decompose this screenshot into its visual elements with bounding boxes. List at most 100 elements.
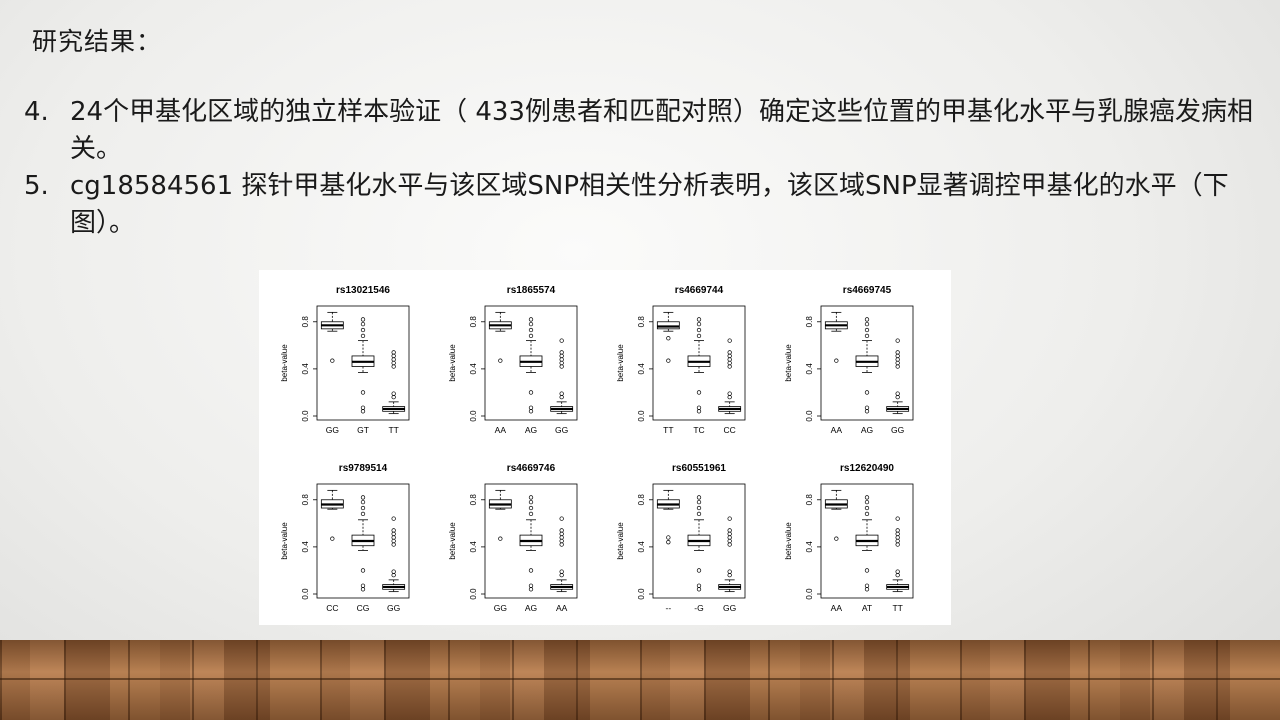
outlier-point (864, 505, 870, 511)
outlier-point (727, 542, 732, 547)
y-tick-label: 0.8 (637, 316, 646, 328)
x-tick-label: -- (665, 603, 671, 613)
outlier-point (895, 395, 900, 400)
outlier-point (498, 536, 503, 541)
outlier-point (528, 583, 534, 588)
x-tick-label: GG (555, 425, 568, 435)
outlier-point (360, 511, 366, 517)
outlier-point (895, 353, 900, 359)
outlier-point (391, 535, 396, 540)
x-tick-label: -G (694, 603, 703, 613)
x-tick-label: AG (861, 425, 873, 435)
y-axis-label: beta-value (784, 344, 793, 382)
outlier-point (727, 357, 732, 362)
outlier-point (559, 516, 564, 521)
outlier-point (528, 505, 534, 511)
outlier-point (666, 535, 671, 540)
outlier-point (360, 390, 366, 395)
outlier-point (360, 317, 366, 322)
outlier-point (559, 391, 564, 396)
x-tick-label: TT (892, 603, 902, 613)
outlier-point (528, 409, 534, 414)
y-axis-label: beta-value (616, 344, 625, 382)
outlier-point (864, 495, 870, 500)
y-tick-label: 0.4 (637, 363, 646, 375)
outlier-point (391, 357, 396, 362)
outlier-point (727, 538, 732, 544)
y-axis-label: beta-value (448, 344, 457, 382)
outlier-point (696, 505, 702, 511)
outlier-point (696, 583, 702, 588)
bullet-item: 4. 24个甲基化区域的独立样本验证（ 433例患者和匹配对照）确定这些位置的甲… (24, 94, 1264, 168)
outlier-point (864, 321, 870, 327)
outlier-point (666, 336, 671, 341)
outlier-point (864, 327, 870, 333)
outlier-point (864, 499, 870, 505)
outlier-point (727, 364, 732, 369)
outlier-point (895, 360, 900, 366)
outlier-point (727, 338, 732, 343)
outlier-point (360, 333, 366, 339)
outlier-point (727, 353, 732, 359)
y-tick-label: 0.4 (301, 363, 310, 375)
x-tick-label: TT (663, 425, 673, 435)
plot-frame (484, 305, 578, 421)
outlier-point (528, 568, 534, 573)
outlier-point (391, 573, 396, 578)
y-tick-label: 0.8 (301, 316, 310, 328)
outlier-point (559, 357, 564, 362)
plot-frame (652, 483, 746, 599)
panel-title: rs13021546 (336, 285, 390, 296)
x-tick-label: CC (326, 603, 338, 613)
outlier-point (528, 390, 534, 395)
outlier-point (895, 350, 900, 355)
outlier-point (727, 395, 732, 400)
y-axis-label: beta-value (448, 522, 457, 560)
outlier-point (696, 409, 702, 414)
outlier-point (696, 405, 702, 410)
outlier-point (864, 390, 870, 395)
outlier-point (559, 395, 564, 400)
outlier-point (666, 540, 671, 545)
outlier-point (727, 573, 732, 578)
y-axis-label: beta-value (616, 522, 625, 560)
y-tick-label: 0.0 (301, 588, 310, 600)
plot-frame (820, 305, 914, 421)
wood-floor-decoration (0, 640, 1280, 720)
outlier-point (559, 353, 564, 359)
y-tick-label: 0.0 (637, 588, 646, 600)
outlier-point (528, 511, 534, 517)
outlier-point (727, 535, 732, 540)
outlier-point (360, 327, 366, 333)
outlier-point (696, 568, 702, 573)
outlier-point (391, 569, 396, 574)
outlier-point (559, 538, 564, 544)
x-tick-label: TC (693, 425, 704, 435)
outlier-point (727, 360, 732, 366)
outlier-point (559, 535, 564, 540)
x-tick-label: GT (357, 425, 369, 435)
outlier-point (528, 321, 534, 327)
bullet-number: 5. (24, 171, 49, 201)
plot-frame (820, 483, 914, 599)
outlier-point (895, 391, 900, 396)
outlier-point (895, 357, 900, 362)
outlier-point (559, 338, 564, 343)
x-tick-label: AG (525, 603, 537, 613)
x-tick-label: GG (891, 425, 904, 435)
x-tick-label: CG (357, 603, 370, 613)
outlier-point (727, 569, 732, 574)
bullet-text: 24个甲基化区域的独立样本验证（ 433例患者和匹配对照）确定这些位置的甲基化水… (70, 97, 1253, 164)
outlier-point (727, 531, 732, 537)
y-axis-label: beta-value (280, 344, 289, 382)
outlier-point (864, 568, 870, 573)
x-tick-label: AT (862, 603, 872, 613)
y-tick-label: 0.8 (469, 316, 478, 328)
outlier-point (696, 390, 702, 395)
x-tick-label: GG (494, 603, 507, 613)
outlier-point (696, 495, 702, 500)
